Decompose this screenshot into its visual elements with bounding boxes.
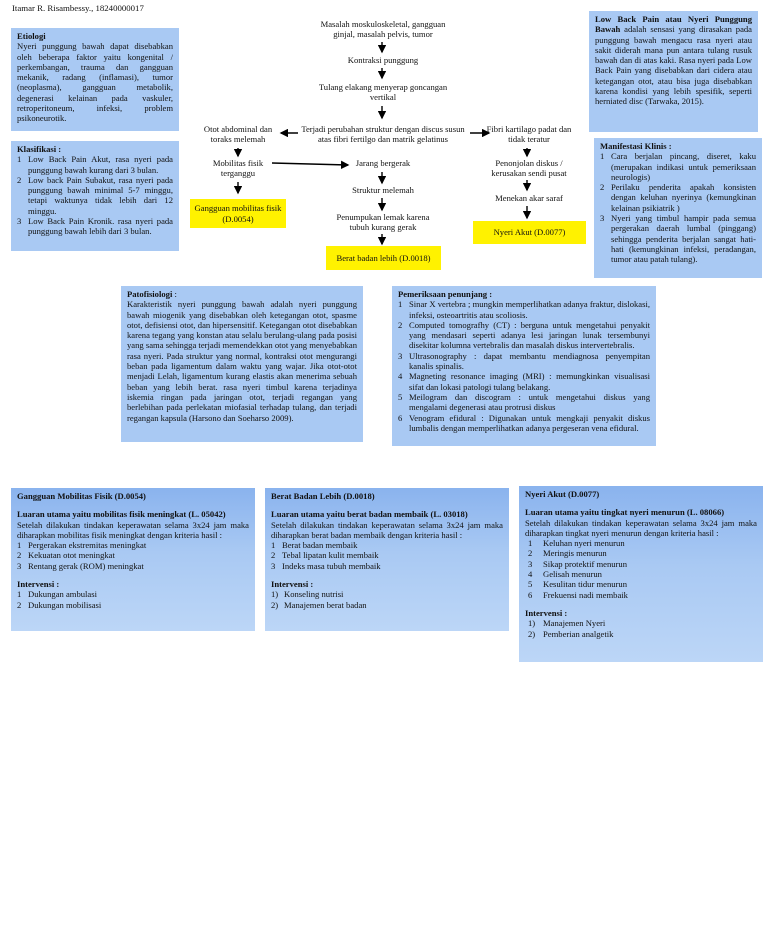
dx-mobilitas-box: Gangguan Mobilitas Fisik (D.0054) Luaran… xyxy=(11,488,255,631)
flow-node-penonjolan-diskus: Penonjolan diskus / kerusakan sendi pusa… xyxy=(491,158,567,179)
dx-mobilitas-outcome-text: Setelah dilakukan tindakan keperawatan s… xyxy=(17,519,249,540)
list-item: 2)Manajemen berat badan xyxy=(271,599,367,610)
dx-berat-badan-outcome-text: Setelah dilakukan tindakan keperawatan s… xyxy=(271,519,503,540)
dx-mobilitas-intervention-title: Intervensi : xyxy=(17,579,60,590)
dx-berat-badan-box: Berat Badan Lebih (D.0018) Luaran utama … xyxy=(265,488,509,631)
etiologi-box: Etiologi Nyeri punggung bawah dapat dise… xyxy=(11,28,179,131)
flow-node-struktur-melemah: Struktur melemah xyxy=(352,185,414,195)
patofisiologi-title: Patofisiologi xyxy=(127,289,173,299)
arrow xyxy=(271,160,350,170)
diagnosis-berat-badan: Berat badan lebih (D.0018) xyxy=(326,246,441,270)
definisi-box: Low Back Pain atau Nyeri Punggung Bawah … xyxy=(589,11,758,132)
flow-node-penumpukan-lemak: Penumpukan lemak karena tubuh kurang ger… xyxy=(336,212,430,233)
definisi-title: Low Back Pain atau Nyeri Punggung Bawah xyxy=(595,14,752,35)
flow-node-tulang-belakang: Tulang elakang menyerap goncangan vertik… xyxy=(318,82,448,103)
dx-nyeri-akut-outcome-title: Luaran utama yaitu tingkat nyeri menurun… xyxy=(525,507,725,518)
dx-nyeri-akut-outcome-text: Setelah dilakukan tindakan keperawatan s… xyxy=(525,517,757,538)
diagnosis-nyeri-akut: Nyeri Akut (D.0077) xyxy=(473,221,586,244)
list-item: 1)Manajemen Nyeri xyxy=(528,618,606,629)
flow-node-menekan-saraf: Menekan akar saraf xyxy=(495,193,563,203)
dx-nyeri-akut-intervention-title: Intervensi : xyxy=(525,607,568,618)
diagnosis-gangguan-mobilitas: Gangguan mobilitas fisik (D.0054) xyxy=(190,199,286,228)
flow-node-jarang-bergerak: Jarang bergerak xyxy=(355,158,411,168)
flow-node-mobilitas-terganggu: Mobilitas fisik terganggu xyxy=(212,158,264,179)
dx-mobilitas-outcome-title: Luaran utama yaitu mobilitas fisik menin… xyxy=(17,509,226,520)
flow-node-perubahan-struktur: Terjadi perubahan struktur dengan discus… xyxy=(301,124,465,145)
flow-arrows xyxy=(233,42,532,246)
flow-node-fibri-kartilago: Fibri kartilago padat dan tidak teratur xyxy=(486,124,572,145)
dx-berat-badan-outcome-title: Luaran utama yaitu berat badan membaik (… xyxy=(271,509,468,520)
list-item: 1)Konseling nutrisi xyxy=(271,589,344,600)
patofisiologi-text: Karakteristik nyeri punggung bawah adala… xyxy=(127,299,357,423)
dx-berat-badan-title: Berat Badan Lebih (D.0018) xyxy=(271,491,375,501)
flow-node-otot-abdominal: Otot abdominal dan toraks melemah xyxy=(203,124,273,145)
manifestasi-title: Manifestasi Klinis : xyxy=(600,141,672,151)
dx-nyeri-akut-title: Nyeri Akut (D.0077) xyxy=(525,489,600,499)
klasifikasi-title: Klasifikasi : xyxy=(17,144,62,154)
dx-mobilitas-title: Gangguan Mobilitas Fisik (D.0054) xyxy=(17,491,146,501)
dx-nyeri-akut-box: Nyeri Akut (D.0077) Luaran utama yaitu t… xyxy=(519,486,763,662)
patofisiologi-colon: : xyxy=(172,289,177,299)
dx-nyeri-akut-interventions: 1)Manajemen Nyeri 2)Pemberian analgetik xyxy=(525,618,757,639)
author-header: Itamar R. Risambessy., 18240000017 xyxy=(12,3,144,13)
flow-node-kontraksi: Kontraksi punggung xyxy=(347,55,419,65)
dx-berat-badan-intervention-title: Intervensi : xyxy=(271,579,314,590)
etiologi-text: Nyeri punggung bawah dapat disebabkan ol… xyxy=(17,41,173,124)
pemeriksaan-title: Pemeriksaan penunjang : xyxy=(398,289,493,299)
definisi-text: adalah sensasi yang dirasakan pada pungg… xyxy=(595,24,752,107)
dx-berat-badan-interventions: 1)Konseling nutrisi 2)Manajemen berat ba… xyxy=(271,589,503,610)
etiologi-title: Etiologi xyxy=(17,31,46,41)
patofisiologi-box: Patofisiologi : Karakteristik nyeri pung… xyxy=(121,286,363,442)
flow-node-masalah: Masalah moskuloskeletal, gangguan ginjal… xyxy=(320,19,446,40)
list-item: 2)Pemberian analgetik xyxy=(528,628,614,639)
